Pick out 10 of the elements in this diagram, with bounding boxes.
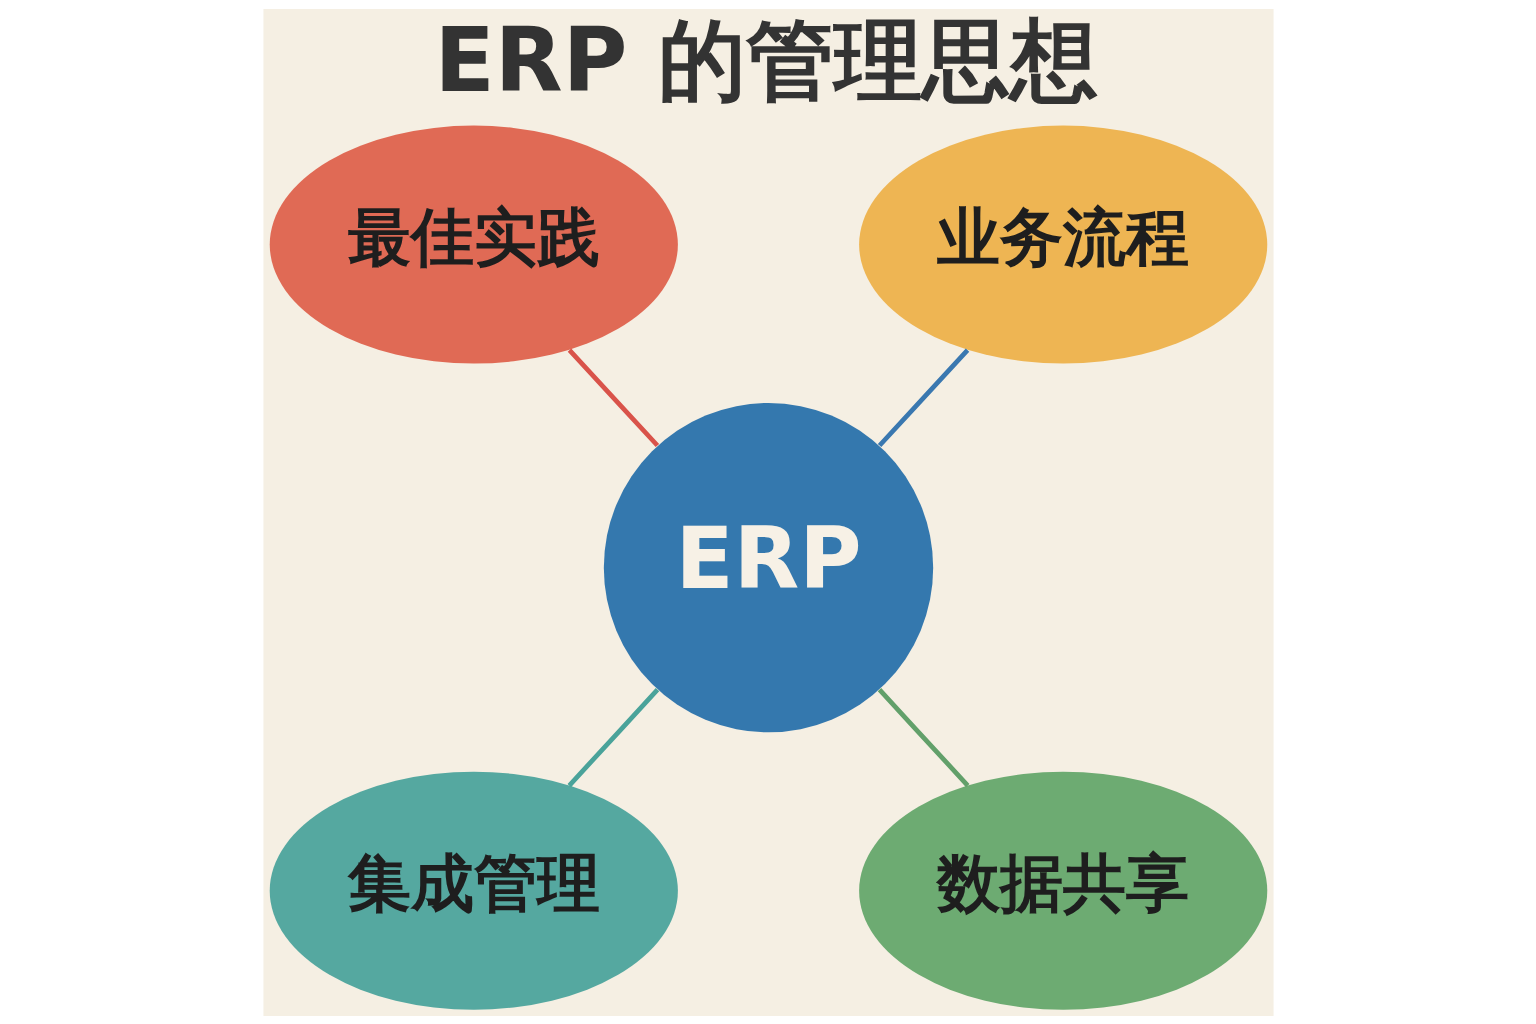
node-ellipse: 业务流程 — [858, 125, 1267, 364]
connector — [877, 347, 969, 447]
node-ellipse: 数据共享 — [858, 771, 1267, 1010]
node-circle: ERP — [603, 402, 933, 732]
connector — [567, 347, 659, 447]
connector — [877, 687, 969, 787]
node-ellipse: 最佳实践 — [269, 125, 678, 364]
connector — [567, 687, 659, 787]
node-ellipse: 集成管理 — [269, 771, 678, 1010]
diagram-title: ERP 的管理思想 — [433, 8, 1098, 112]
